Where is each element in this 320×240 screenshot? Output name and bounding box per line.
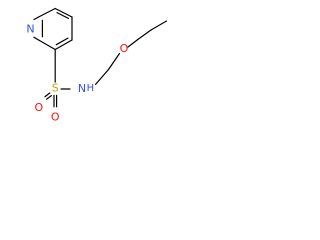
chain-bond bbox=[127, 38, 139, 48]
ring-bond bbox=[54, 7, 73, 18]
ring-bond bbox=[33, 16, 40, 21]
sulfur-label: S bbox=[52, 82, 59, 95]
amide-hydrogen-label: H bbox=[87, 83, 95, 94]
structure-diagram: N S O O N H O bbox=[26, 7, 168, 123]
sulfonyl-oxygen-bottom-label: O bbox=[51, 110, 60, 123]
amide-nitrogen-label: N bbox=[78, 82, 86, 95]
ring-bond bbox=[37, 39, 56, 51]
ring-nitrogen-label: N bbox=[26, 23, 34, 36]
ether-oxygen-label: O bbox=[120, 42, 129, 55]
ring-double-bond bbox=[55, 37, 69, 46]
ring-bond bbox=[54, 39, 73, 51]
chain-bond bbox=[107, 52, 121, 71]
chain-bond bbox=[150, 20, 168, 31]
sulfonyl-bond-left-b bbox=[45, 94, 53, 100]
sulfonyl-oxygen-top-label: O bbox=[34, 101, 43, 114]
chain-bond bbox=[137, 29, 152, 41]
ring-bond bbox=[33, 36, 40, 41]
pyridine-ring bbox=[33, 7, 73, 51]
ring-bond bbox=[37, 7, 56, 18]
chain-bond bbox=[94, 68, 110, 86]
ring-double-bond bbox=[56, 12, 70, 19]
sulfonyl-bond-left-a bbox=[44, 92, 51, 98]
